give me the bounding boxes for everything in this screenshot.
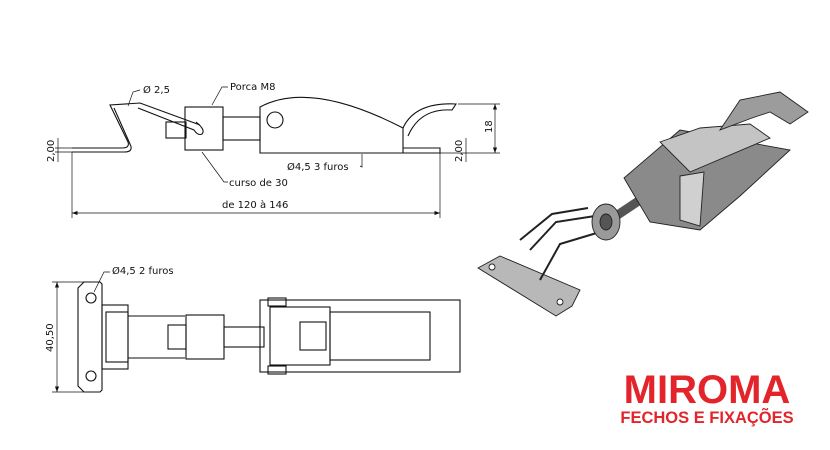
- nut-label: Porca M8: [230, 82, 275, 93]
- plate-holes-label: Ø4,5 2 furos: [112, 265, 174, 277]
- isometric-view: [477, 91, 809, 317]
- side-view: Ø 2,5 Porca M8 curso de 30 Ø4,5 3 furos …: [46, 82, 500, 218]
- iso-lever: [718, 91, 809, 131]
- top-view: Ø4,5 2 furos 40,50: [45, 265, 461, 393]
- pivot-hole: [266, 111, 284, 129]
- logo-name: MIROMA: [623, 368, 791, 412]
- width-dimension: 40,50: [45, 323, 56, 352]
- hook-tip: [165, 121, 187, 139]
- plate-hole: [85, 292, 97, 304]
- logo-tagline: FECHOS E FIXAÇÕES: [620, 409, 794, 427]
- holes-label: Ø4,5 3 furos: [287, 161, 349, 173]
- iso-body: [623, 129, 791, 231]
- wire-hook: [72, 102, 201, 149]
- thickness-left-dimension: 2,00: [46, 140, 57, 162]
- company-logo: MIROMA FECHOS E FIXAÇÕES: [612, 368, 802, 428]
- iso-base-plate: [477, 255, 581, 317]
- latch-body-top: [259, 299, 461, 373]
- wire-diameter-label: Ø 2,5: [143, 84, 170, 96]
- nut-top: [185, 314, 225, 360]
- length-dimension: de 120 à 146: [222, 199, 288, 211]
- base-plate: [77, 281, 103, 393]
- rod: [222, 116, 261, 141]
- height-dimension: 18: [484, 120, 495, 133]
- thickness-right-dimension: 2,00: [454, 140, 465, 162]
- plate-hole: [85, 370, 97, 382]
- stroke-label: curso de 30: [229, 178, 288, 189]
